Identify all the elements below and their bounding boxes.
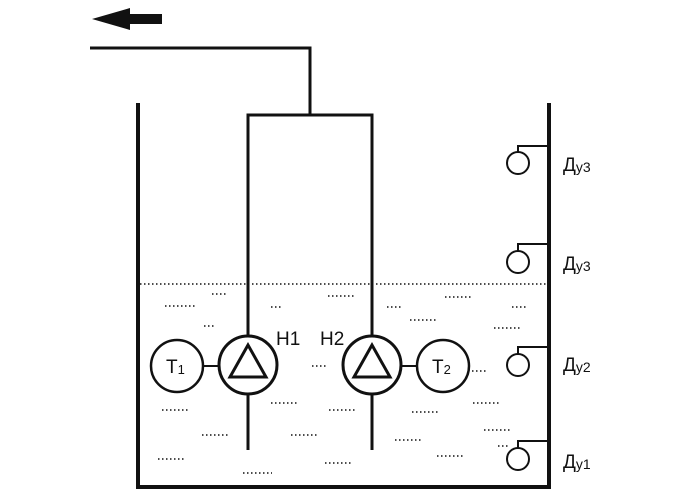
level-sensor-du1: Ду1	[506, 440, 591, 473]
level-sensor-du3-label: Ду3	[563, 254, 591, 275]
outlet-arrow-icon	[92, 8, 162, 30]
water-texture	[158, 293, 526, 474]
discharge-pipe	[90, 46, 374, 450]
level-sensor-du2: Ду2	[506, 346, 591, 377]
tank	[136, 103, 551, 489]
level-sensor-du3: Ду3	[506, 243, 591, 275]
pump-h1: Н1	[217, 329, 300, 396]
level-sensor-du2-label: Ду2	[563, 355, 591, 376]
level-sensor-du3-top-label: Ду3	[563, 155, 591, 176]
level-sensor-du3-top: Ду3	[506, 145, 591, 176]
pump-h2: Н2	[320, 329, 403, 396]
pump-h2-label: Н2	[320, 329, 344, 350]
sensor-t2-label: Т2	[432, 357, 451, 378]
pump-h1-label: Н1	[276, 329, 300, 350]
sensor-t1-label: Т1	[166, 357, 185, 378]
level-sensor-du1-label: Ду1	[563, 452, 591, 473]
sensor-t2: Т2	[401, 338, 471, 394]
sensor-t1: Т1	[149, 338, 219, 394]
